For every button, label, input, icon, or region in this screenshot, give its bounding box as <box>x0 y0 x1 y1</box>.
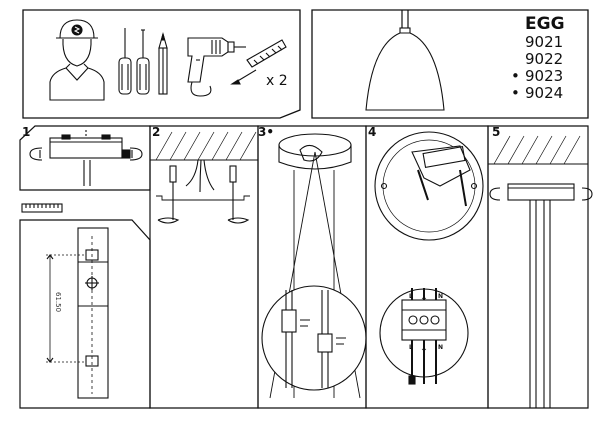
electrician-icon <box>49 19 105 101</box>
step-2-label: 2 <box>152 125 161 139</box>
wall-plugs-wires-icon <box>156 159 250 224</box>
terminal-top-earth: ⏚ <box>421 295 428 302</box>
step-5-label: 5 <box>492 125 501 139</box>
drilling-template-icon <box>46 227 109 399</box>
ceiling-hatch <box>150 131 258 161</box>
wall-plug-icon <box>230 39 287 85</box>
lamp-shade-icon <box>365 10 445 111</box>
product-code-9024: 9024 <box>511 85 585 103</box>
step1-panel-frame <box>19 125 151 191</box>
step-4-label: 4 <box>368 125 377 139</box>
step-3-label: 3• <box>258 125 275 139</box>
plug-quantity: x 2 <box>266 73 288 89</box>
step5-panel-frame <box>487 125 589 409</box>
lamp-panel-frame <box>311 9 589 119</box>
canopy-cables-icon <box>261 133 367 399</box>
product-code-9022: 9022 <box>525 50 564 68</box>
product-name: EGG <box>525 14 565 34</box>
ruler-icon <box>21 203 63 213</box>
terminal-bottom-n: N <box>438 344 444 351</box>
template-dimension: 61.50 <box>54 292 62 313</box>
tools-panel-frame <box>22 9 301 119</box>
terminal-bottom-earth: ⏚ <box>421 346 428 353</box>
drill-icon <box>187 37 246 97</box>
ceiling-bracket-icon <box>29 130 143 186</box>
terminal-top-l: L <box>409 293 413 300</box>
ceiling-hatch-5 <box>488 135 588 165</box>
screwdriver-icon <box>118 28 150 95</box>
wiring-canopy-icon <box>374 131 484 385</box>
product-model-block: EGG 9021 9022 9023 9024 <box>511 14 585 103</box>
terminal-top-n: N <box>438 293 444 300</box>
pencil-icon <box>158 31 168 95</box>
mounted-canopy-icon <box>489 183 593 408</box>
step2-panel-frame <box>149 125 259 409</box>
step-1-label: 1 <box>22 125 31 139</box>
product-code-9021: 9021 <box>525 33 564 51</box>
terminal-bottom-l: L <box>409 344 413 351</box>
product-code-9023: 9023 <box>511 68 585 86</box>
